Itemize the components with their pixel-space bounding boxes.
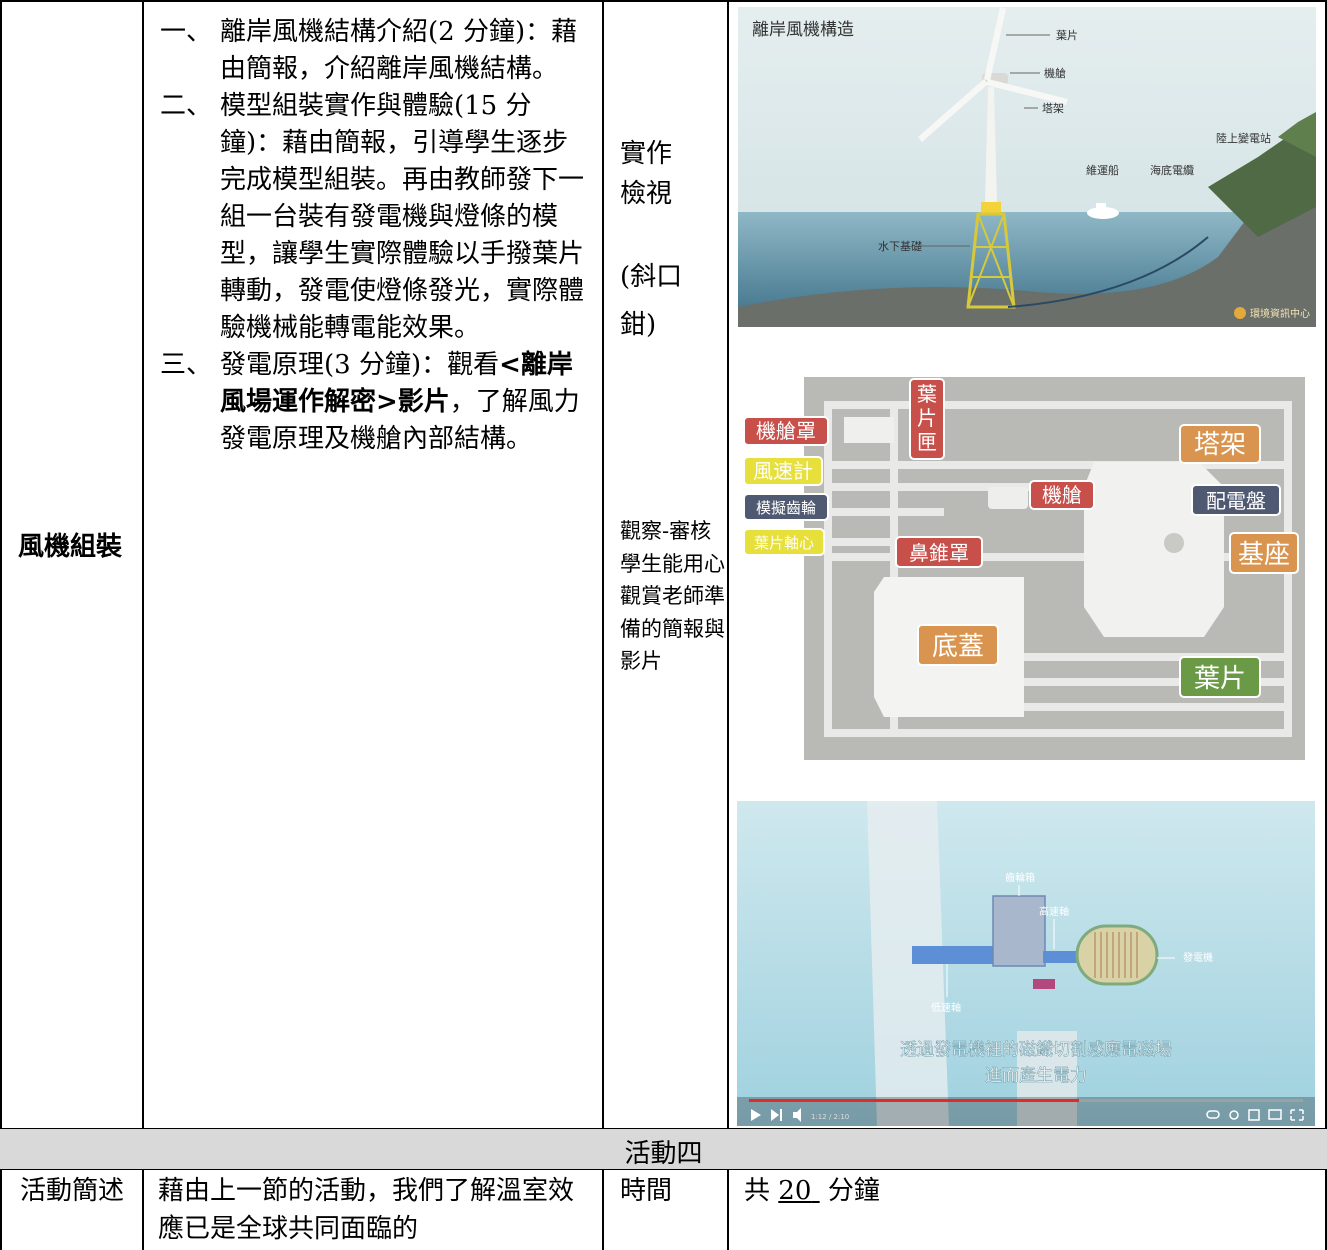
label-nacelle: 機艙: [1044, 66, 1066, 80]
label-anemometer: 風速計: [753, 459, 813, 483]
miniplayer-icon[interactable]: [1248, 1109, 1260, 1121]
summary-label: 活動簡述: [19, 1176, 124, 1206]
label-blade-box-2: 片: [917, 406, 937, 430]
generator-video-frame: 齒輪箱 高速軸 發電機 低速軸 透過發電機裡的磁鐵切割感應電磁場 進而產生電力 …: [737, 801, 1315, 1126]
label-base: 基座: [1238, 540, 1290, 570]
activity-text: 離岸風機結構介紹(2 分鐘)：藉由簡報，介紹離岸風機結構。: [220, 17, 578, 84]
activity-text: ，了解風力發電原理及機艙內部結構。: [220, 387, 580, 454]
next-icon[interactable]: [771, 1109, 782, 1121]
col-divider-2: [602, 0, 604, 1129]
activity-item-2: 二、 模型組裝實作與體驗(15 分鐘)：藉由簡報，引導學生逐步完成模型組裝。再由…: [160, 88, 585, 347]
activity-number: 三、: [160, 350, 237, 380]
time-minutes: 20: [778, 1176, 812, 1206]
model-kit-photo: 葉 片 匣 機艙罩 塔架 風速計 機艙 模擬齒輪 配電盤 葉片軸心 鼻錐罩 基座…: [744, 377, 1305, 760]
activity-text: 發電原理(3 分鐘)：觀看: [220, 350, 500, 380]
col-divider-1: [142, 0, 144, 1129]
label-ship: 維運船: [1086, 163, 1119, 177]
label-nacelle: 機艙: [1042, 483, 1082, 507]
label-nose-cone: 鼻錐罩: [909, 541, 969, 565]
time-prefix: 共: [744, 1176, 771, 1206]
method-line: 鉗): [620, 310, 657, 340]
time-label: 時間: [620, 1176, 673, 1206]
label-blade-box-1: 葉: [917, 382, 937, 406]
activity-item-1: 一、 離岸風機結構介紹(2 分鐘)：藉由簡報，介紹離岸風機結構。: [160, 14, 585, 88]
label-bottom-cover: 底蓋: [932, 632, 984, 662]
col-divider-4a: [142, 1169, 144, 1250]
label-generator: 發電機: [1183, 951, 1213, 964]
summary-text: 藉由上一節的活動，我們了解溫室效應已是全球共同面臨的: [158, 1176, 575, 1244]
wind-turbine-diagram: 離岸風機構造 葉片 機艙 塔架 陸上變電站 維運船 海底電纜 水下基礎 環境資訊…: [738, 7, 1316, 327]
activity-item-3: 三、 發電原理(3 分鐘)：觀看<離岸風場運作解密>影片，了解風力發電原理及機艙…: [160, 347, 585, 458]
category-label: 風機組裝: [18, 532, 123, 562]
label-substation: 陸上變電站: [1216, 131, 1271, 145]
activity-4-header-row: 活動四: [0, 1129, 1327, 1169]
logo-text: 環境資訊中心: [1250, 307, 1310, 320]
video-subtitle-2: 進而產生電力: [985, 1066, 1087, 1086]
label-switchboard: 配電盤: [1206, 489, 1266, 513]
col-divider-4b: [602, 1169, 604, 1250]
label-tower: 塔架: [1042, 102, 1064, 115]
table-border-left: [0, 0, 2, 1250]
volume-icon[interactable]: [793, 1108, 801, 1122]
activity-text: 模型組裝實作與體驗(15 分鐘)：藉由簡報，引導學生逐步完成模型組裝。再由教師發…: [220, 91, 585, 343]
method-line: 檢視: [620, 179, 673, 209]
label-tower: 塔架: [1194, 430, 1246, 460]
label-blades: 葉片: [1194, 664, 1246, 694]
assessment-text: 觀察-審核學生能用心觀賞老師準備的簡報與影片: [620, 519, 725, 673]
label-high-speed-shaft: 高速軸: [1039, 905, 1069, 918]
settings-gear-icon[interactable]: [1229, 1110, 1239, 1120]
activity-number: 一、: [160, 17, 213, 47]
label-blade: 葉片: [1056, 28, 1078, 42]
theater-mode-icon[interactable]: [1268, 1109, 1282, 1120]
video-progress-bar[interactable]: [749, 1099, 1079, 1102]
method-line: 實作: [620, 139, 673, 169]
table-border-top: [0, 0, 1327, 2]
time-value-line: 共 20 分鐘: [744, 1172, 1304, 1210]
activity-4-header: 活動四: [624, 1139, 703, 1169]
kit-labels: 葉 片 匣 機艙罩 塔架 風速計 機艙 模擬齒輪 配電盤 葉片軸心 鼻錐罩 基座…: [744, 378, 1299, 698]
table-border-right: [1325, 0, 1327, 1250]
label-nacelle-cover: 機艙罩: [756, 419, 816, 443]
diagram-title: 離岸風機構造: [752, 20, 854, 40]
label-blade-shaft: 葉片軸心: [754, 534, 814, 552]
autoplay-toggle-icon[interactable]: [1206, 1110, 1220, 1119]
video-subtitle-1: 透過發電機裡的磁鐵切割感應電磁場: [900, 1039, 1172, 1060]
label-gear: 模擬齒輪: [756, 499, 816, 517]
label-gearbox: 齒輪箱: [1005, 871, 1035, 884]
activity-number: 二、: [160, 91, 213, 121]
label-low-speed-shaft: 低速軸: [931, 1001, 961, 1014]
time-suffix: 分鐘: [827, 1176, 880, 1206]
video-time: 1:12 / 2:10: [811, 1113, 849, 1121]
video-title: <離岸風場運作解密>影片: [220, 350, 573, 417]
activity-list: 一、 離岸風機結構介紹(2 分鐘)：藉由簡報，介紹離岸風機結構。 二、 模型組裝…: [160, 14, 585, 458]
label-cable: 海底電纜: [1150, 163, 1194, 177]
col-divider-3: [727, 0, 729, 1129]
method-line: (斜口: [620, 262, 683, 292]
play-icon[interactable]: [751, 1109, 761, 1121]
label-blade-box-3: 匣: [917, 430, 937, 454]
fullscreen-icon[interactable]: [1290, 1109, 1304, 1121]
col-divider-4c: [727, 1169, 729, 1250]
label-foundation: 水下基礎: [878, 240, 922, 253]
row-divider-2: [0, 1168, 1327, 1170]
